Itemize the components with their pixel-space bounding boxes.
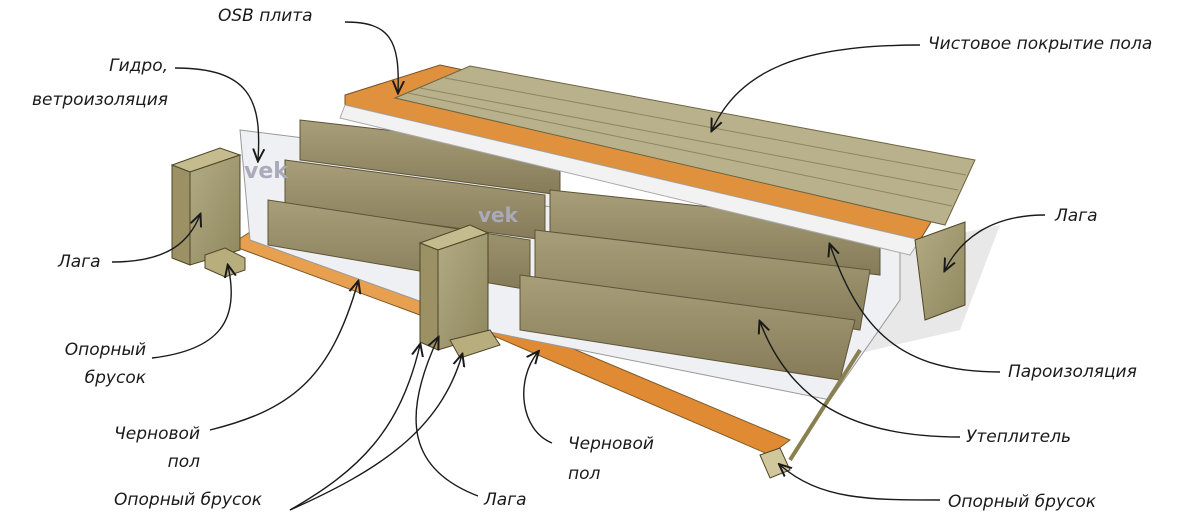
label-hydro-line2: ветроизоляция bbox=[32, 90, 168, 110]
membrane-brand-mid: vek bbox=[478, 203, 519, 227]
leader-support-right bbox=[780, 465, 941, 501]
label-subfloor-left-line2: пол bbox=[167, 452, 200, 472]
label-osb: OSB плита bbox=[218, 6, 313, 26]
label-finish-floor: Чистовое покрытие пола bbox=[928, 34, 1153, 54]
leader-lines bbox=[111, 21, 1046, 511]
membrane-brand-left: vek bbox=[244, 159, 289, 184]
leader-osb bbox=[344, 21, 398, 92]
label-joist-right: Лага bbox=[1055, 206, 1098, 226]
label-joist-left: Лага bbox=[58, 252, 101, 272]
leader-finish-floor bbox=[712, 44, 921, 130]
joist-mid bbox=[418, 224, 490, 351]
leader-support-bottom bbox=[289, 345, 420, 511]
joist-left bbox=[170, 147, 242, 266]
leader-subfloor-mid bbox=[523, 352, 553, 444]
finish-floor bbox=[393, 65, 976, 226]
joist-right bbox=[914, 221, 966, 321]
leader-joist-left bbox=[111, 215, 200, 263]
label-support-left-line2: брусок bbox=[84, 368, 146, 388]
label-joist-bottom: Лага bbox=[484, 490, 527, 510]
leader-joist-right bbox=[945, 214, 1046, 270]
label-support-left-line1: Опорный bbox=[64, 340, 146, 360]
leader-insulation bbox=[760, 322, 961, 438]
label-hydro-line1: Гидро, bbox=[109, 56, 168, 76]
label-subfloor-mid-line1: Черновой bbox=[568, 434, 654, 454]
leader-joist-bottom bbox=[415, 338, 479, 497]
label-support-right: Опорный брусок bbox=[948, 492, 1097, 512]
leader-support-bottom-2 bbox=[289, 355, 462, 511]
label-subfloor-left-line1: Черновой bbox=[114, 424, 200, 444]
vapor-strip bbox=[339, 104, 921, 256]
leader-subfloor-left bbox=[209, 282, 358, 431]
leader-support-left bbox=[151, 266, 231, 359]
label-vapor: Пароизоляция bbox=[1008, 362, 1137, 382]
leader-vapor bbox=[830, 245, 1001, 373]
label-support-bottom: Опорный брусок bbox=[114, 490, 263, 510]
label-subfloor-mid-line2: пол bbox=[568, 464, 601, 484]
label-insulation: Утеплитель bbox=[966, 427, 1071, 447]
leader-hydro bbox=[174, 67, 259, 160]
